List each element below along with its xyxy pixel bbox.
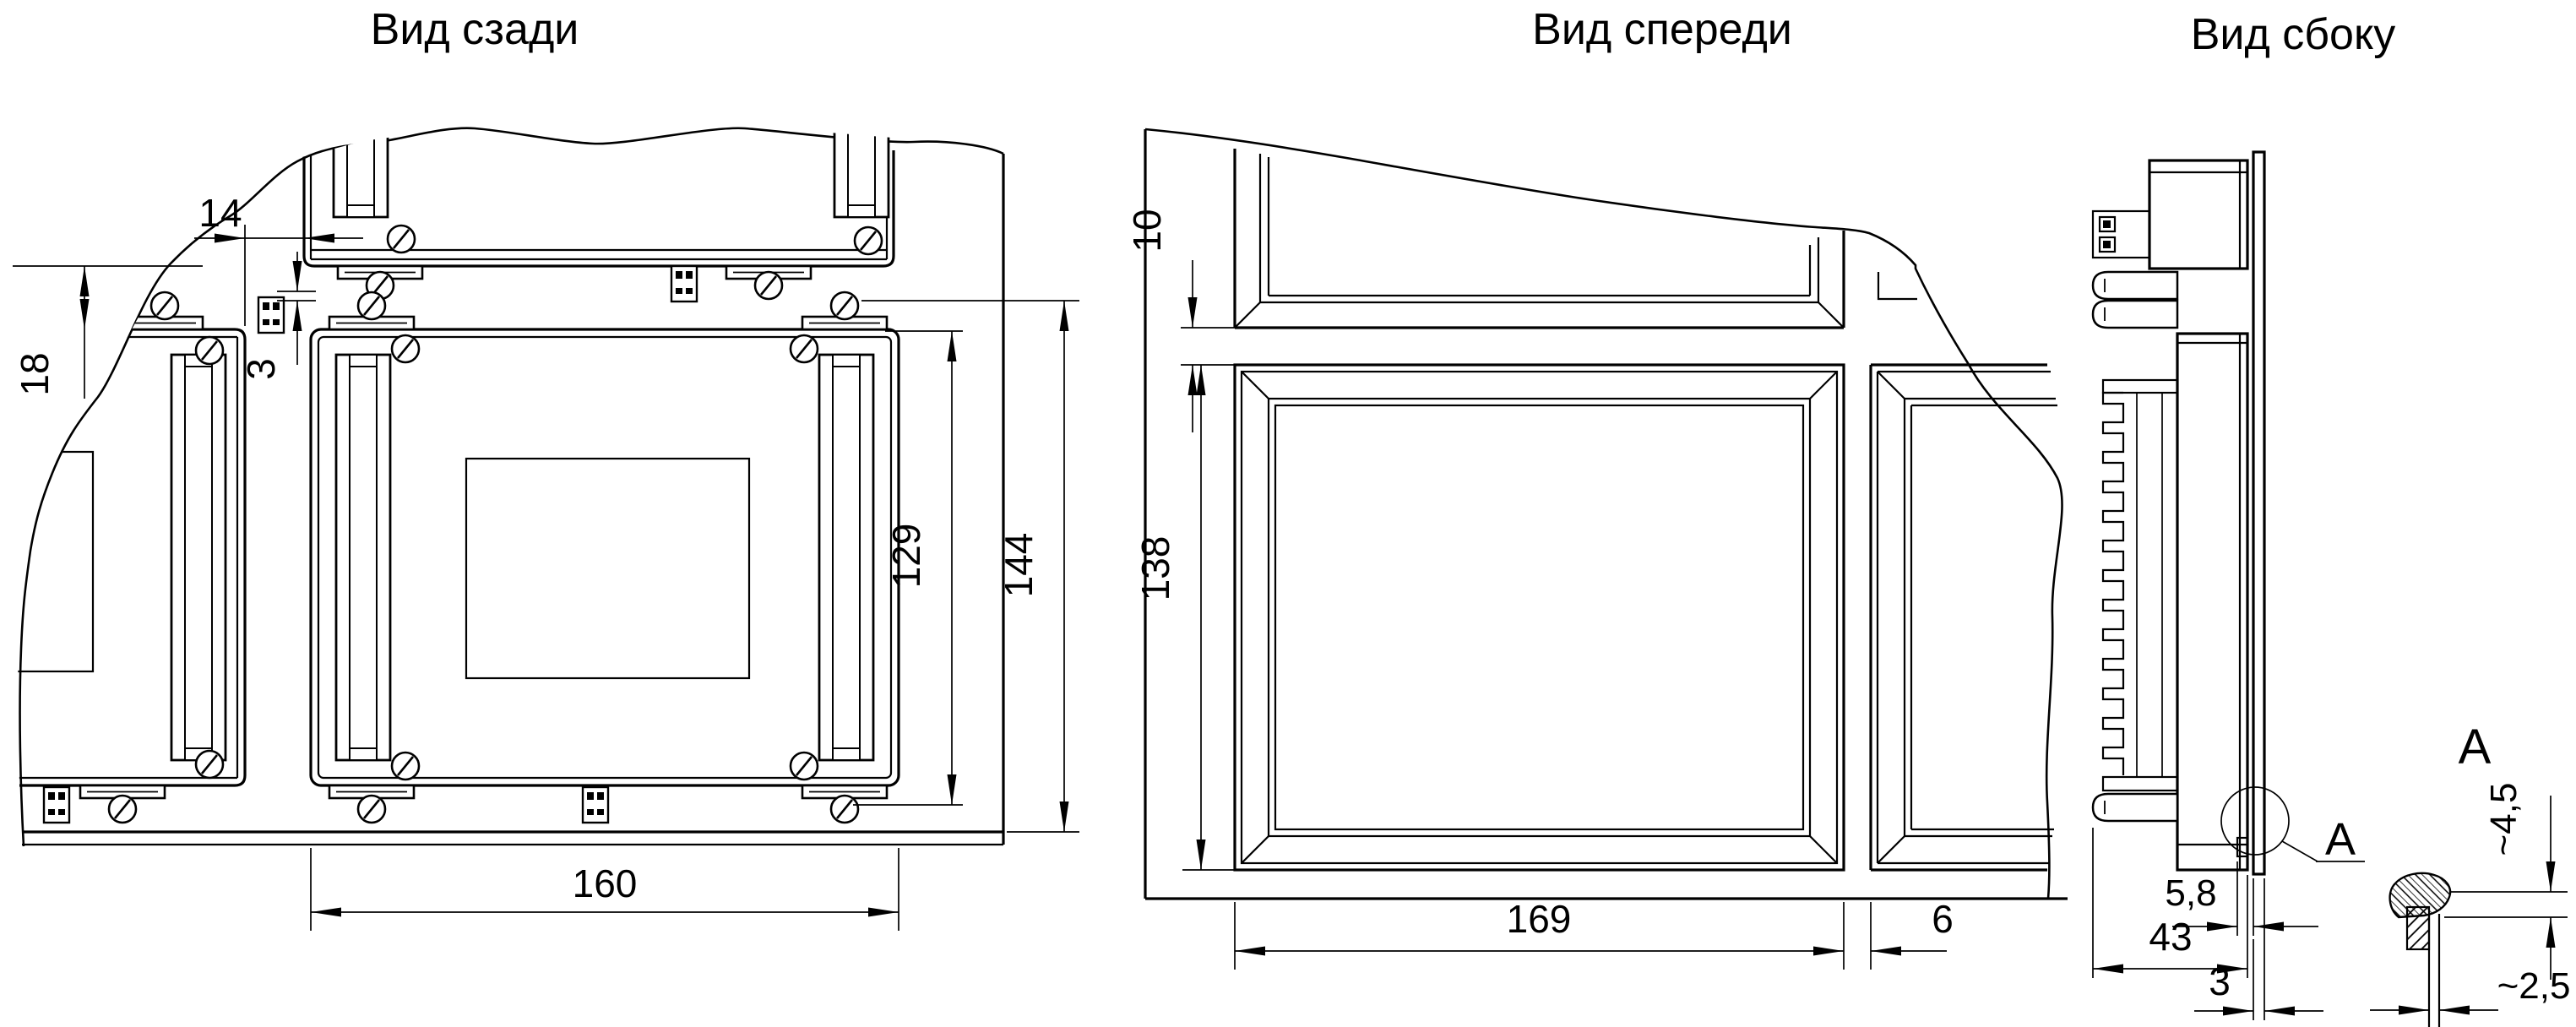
front-dim-138-value: 138 bbox=[1133, 536, 1177, 601]
detail-dim-latch-height: ~4,5 bbox=[2444, 783, 2568, 980]
side-dim-43-value: 43 bbox=[2149, 915, 2192, 959]
front-dim-6-value: 6 bbox=[1932, 897, 1954, 941]
detail-dim-25-value: ~2,5 bbox=[2497, 965, 2571, 1007]
front-dim-bezel-width: 169 bbox=[1234, 897, 1845, 970]
rear-dim-side-gap: 18 bbox=[13, 265, 203, 399]
rear-dim-module-width: 160 bbox=[310, 848, 899, 931]
rear-din-strip bbox=[22, 830, 1003, 846]
front-upper-bezel bbox=[1233, 149, 1845, 329]
front-dim-10-value: 10 bbox=[1125, 209, 1169, 252]
side-dim-front-protrusion: 5,8 bbox=[2165, 861, 2318, 936]
front-view: Вид спереди bbox=[1125, 5, 2068, 970]
side-lower-module bbox=[2091, 332, 2249, 872]
front-dim-vertical-gap: 10 bbox=[1125, 209, 1235, 432]
rear-module-top bbox=[302, 131, 895, 303]
rear-right-label-area bbox=[465, 457, 751, 680]
rear-dim-3-value: 3 bbox=[239, 358, 283, 380]
front-dim-bezel-height: 138 bbox=[1133, 365, 1235, 871]
side-dim-depth: 43 bbox=[2092, 828, 2248, 978]
front-adjacent-bezel bbox=[1869, 363, 2057, 872]
side-dim-3-value: 3 bbox=[2209, 959, 2231, 1003]
side-upper-module bbox=[2091, 159, 2249, 270]
rear-gap-latch bbox=[257, 296, 285, 334]
side-panel-plate bbox=[2252, 150, 2266, 876]
rear-dim-129-value: 129 bbox=[884, 524, 928, 589]
front-dim-169-value: 169 bbox=[1507, 897, 1572, 941]
side-latch-knob-lower bbox=[2091, 299, 2179, 329]
detail-dim-latch-gap: ~2,5 bbox=[2370, 965, 2571, 1015]
rear-dim-14-value: 14 bbox=[198, 191, 242, 235]
rear-dim-connector-height: 129 bbox=[853, 330, 963, 806]
rear-dim-top-offset: 14 bbox=[194, 191, 363, 326]
side-terminal-comb bbox=[2101, 391, 2125, 775]
rear-break-line bbox=[19, 127, 1004, 847]
rear-dim-module-height: 144 bbox=[861, 300, 1079, 833]
rear-module-right bbox=[309, 291, 900, 824]
front-break-step bbox=[1877, 272, 1917, 301]
rear-dim-18-value: 18 bbox=[13, 352, 57, 395]
rear-dim-160-value: 160 bbox=[573, 861, 638, 905]
front-main-bezel bbox=[1233, 363, 1845, 872]
side-dim-panel-thickness: 3 bbox=[2194, 878, 2323, 1020]
front-break-line bbox=[1144, 128, 2063, 899]
side-latch-knob-upper bbox=[2091, 270, 2179, 301]
rear-assembly bbox=[18, 131, 1003, 846]
rear-dim-144-value: 144 bbox=[997, 533, 1041, 598]
side-view: Вид сбоку bbox=[2091, 10, 2396, 1020]
front-view-title: Вид спереди bbox=[1532, 5, 1792, 54]
side-view-title: Вид сбоку bbox=[2191, 10, 2396, 59]
detail-dim-45-value: ~4,5 bbox=[2483, 783, 2524, 856]
side-detail-callout: А bbox=[2220, 786, 2365, 865]
front-dim-horizontal-gap: 6 bbox=[1870, 897, 1954, 970]
rear-dim-module-gap: 3 bbox=[239, 252, 316, 380]
detail-a-title: А bbox=[2459, 720, 2492, 774]
side-dim-58-value: 5,8 bbox=[2165, 872, 2216, 914]
rear-view-title: Вид сзади bbox=[371, 5, 579, 54]
side-callout-label: А bbox=[2325, 814, 2356, 865]
detail-a-view: А ~4,5 ~2,5 bbox=[2370, 720, 2570, 1027]
rear-view: Вид сзади bbox=[13, 5, 1079, 931]
